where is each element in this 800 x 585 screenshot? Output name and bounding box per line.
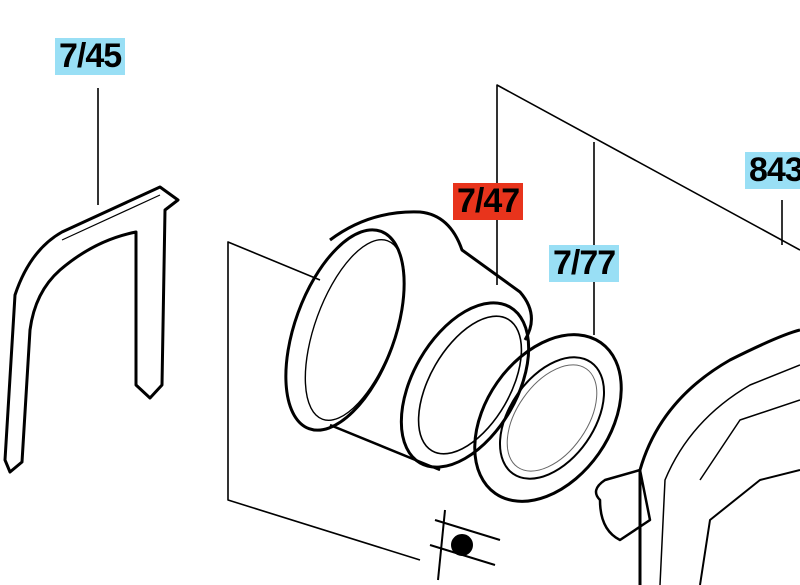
part-843-housing — [594, 328, 800, 585]
part-label-7-77[interactable]: 7/77 — [549, 245, 620, 282]
part-7-47-sleeve — [284, 210, 533, 472]
part-label-843[interactable]: 843 — [745, 152, 800, 189]
part-7-45-fork-clip — [3, 185, 180, 474]
part-label-7-47-highlighted[interactable]: 7/47 — [453, 183, 524, 220]
leader-lines — [97, 84, 800, 561]
lubricant-symbol — [429, 509, 501, 581]
part-label-7-45[interactable]: 7/45 — [55, 38, 126, 75]
part-7-77-ring — [473, 333, 623, 503]
